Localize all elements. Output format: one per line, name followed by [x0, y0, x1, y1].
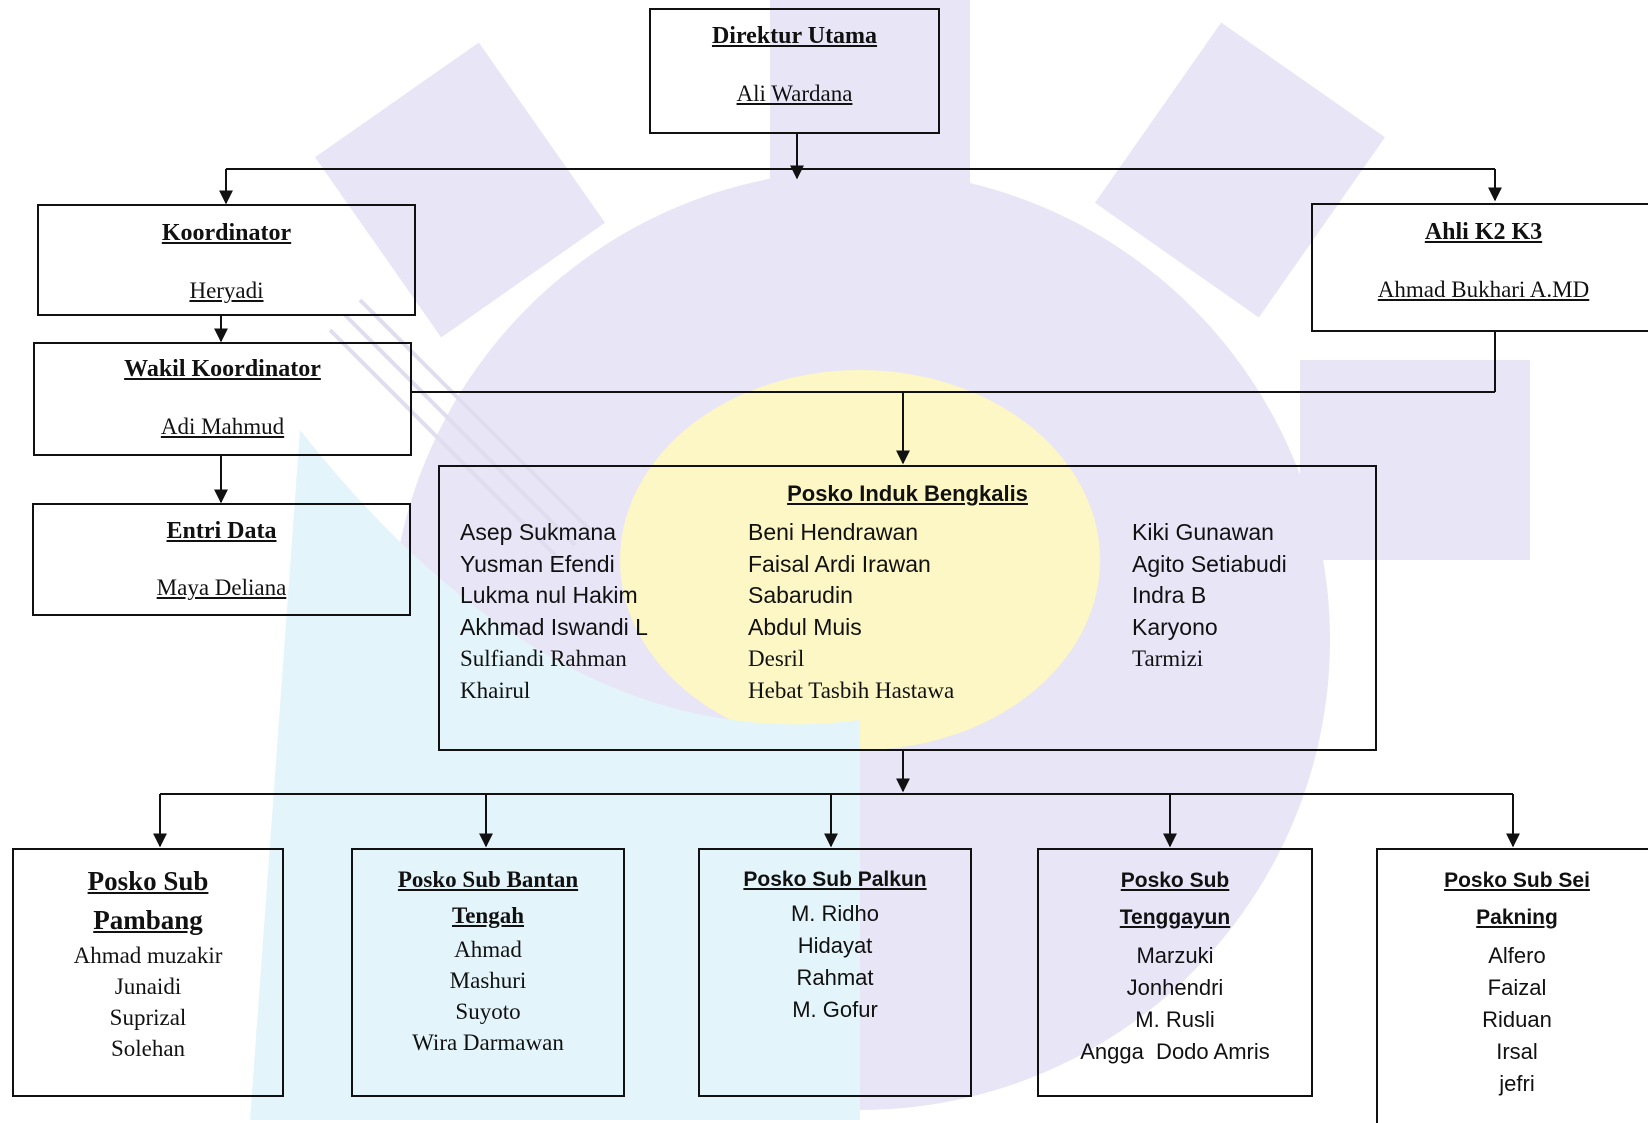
sub-title-line: Pakning [1476, 906, 1558, 929]
list-item: Solehan [110, 1036, 186, 1061]
sub-title-line: Posko Sub Palkun [743, 868, 927, 891]
entri-data-title: Entri Data [166, 518, 277, 544]
posko-induk-title: Posko Induk Bengkalis [787, 481, 1028, 506]
list-item: Faizal [1487, 975, 1547, 1000]
posko-sub-pambang-box: Posko Sub Pambang Ahmad muzakir Junaidi … [12, 848, 284, 1097]
list-item: Yusman Efendi [460, 550, 615, 577]
sub-title-line: Tenggayun [1119, 906, 1231, 929]
direktur-utama-box: Direktur Utama Ali Wardana [649, 8, 940, 134]
sub-title-line: Pambang [93, 905, 203, 935]
wakil-koordinator-name: Adi Mahmud [160, 414, 285, 439]
posko-induk-col-3: Kiki Gunawan Agito Setiabudi Indra B Kar… [1132, 517, 1287, 675]
koordinator-box: Koordinator Heryadi [37, 204, 416, 316]
list-item: Hebat Tasbih Hastawa [748, 677, 955, 703]
posko-sub-sei-pakning-box: Posko Sub Sei Pakning Alfero Faizal Ridu… [1376, 848, 1648, 1123]
posko-sub-tenggayun-box: Posko Sub Tenggayun Marzuki Jonhendri M.… [1037, 848, 1313, 1097]
list-item: Sabarudin [748, 582, 853, 608]
list-item: Suprizal [109, 1005, 187, 1030]
list-item: Sulfiandi Rahman [460, 646, 627, 671]
list-item: Kiki Gunawan [1132, 519, 1274, 545]
sub-title-line: Posko Sub Bantan [397, 867, 579, 892]
ahli-k2k3-box: Ahli K2 K3 Ahmad Bukhari A.MD [1311, 203, 1648, 332]
list-item: Ahmad muzakir [73, 943, 223, 968]
list-item: Abdul Muis [748, 613, 862, 640]
list-item: Suyoto [455, 999, 521, 1024]
list-item: Irsal [1496, 1039, 1538, 1064]
koordinator-name: Heryadi [189, 278, 264, 303]
list-item: M. Rusli [1135, 1007, 1215, 1032]
entri-data-box: Entri Data Maya Deliana [32, 503, 411, 616]
ahli-k2k3-name: Ahmad Bukhari A.MD [1377, 277, 1590, 302]
koordinator-title: Koordinator [161, 220, 292, 246]
wakil-koordinator-box: Wakil Koordinator Adi Mahmud [33, 342, 412, 456]
list-item: Wira Darmawan [412, 1030, 564, 1055]
list-item: Tarmizi [1132, 646, 1204, 671]
sub-title-line: Posko Sub [1120, 869, 1230, 892]
list-item: Riduan [1482, 1007, 1552, 1032]
list-item: M. Gofur [792, 997, 878, 1022]
list-item: Rahmat [796, 965, 874, 990]
posko-sub-palkun-box: Posko Sub Palkun M. Ridho Hidayat Rahmat… [698, 848, 972, 1097]
list-item: Indra B [1132, 582, 1207, 608]
watermark-wave [250, 430, 860, 1120]
list-item: Hidayat [797, 933, 873, 958]
direktur-utama-name: Ali Wardana [736, 81, 853, 106]
direktur-utama-title: Direktur Utama [711, 23, 878, 49]
list-item: Marzuki [1136, 943, 1214, 968]
sub-title-line: Posko Sub [87, 866, 209, 896]
list-item: Mashuri [449, 968, 527, 993]
list-item: Angga Dodo Amris [1080, 1039, 1270, 1064]
list-item: Asep Sukmana [460, 519, 616, 545]
list-item: Alfero [1488, 943, 1546, 968]
posko-induk-col-1: Asep Sukmana Yusman Efendi Lukma nul Hak… [460, 517, 648, 706]
list-item: Agito Setiabudi [1132, 550, 1287, 577]
list-item: Akhmad Iswandi L [460, 613, 648, 640]
list-item: Khairul [460, 677, 531, 703]
entri-data-name: Maya Deliana [156, 575, 287, 600]
posko-induk-col-2: Beni Hendrawan Faisal Ardi Irawan Sabaru… [748, 517, 954, 706]
list-item: Jonhendri [1126, 975, 1224, 1000]
ahli-k2k3-title: Ahli K2 K3 [1424, 219, 1543, 245]
list-item: jefri [1499, 1071, 1535, 1096]
sub-title-line: Posko Sub Sei [1444, 869, 1590, 892]
list-item: Desril [748, 646, 805, 671]
posko-induk-box: Posko Induk Bengkalis Asep Sukmana Yusma… [438, 465, 1377, 751]
list-item: Faisal Ardi Irawan [748, 550, 931, 577]
list-item: Beni Hendrawan [748, 519, 919, 545]
sub-title-line: Tengah [451, 903, 525, 928]
posko-sub-bantan-tengah-box: Posko Sub Bantan Tengah Ahmad Mashuri Su… [351, 848, 625, 1097]
list-item: Ahmad [454, 937, 522, 962]
list-item: Karyono [1132, 613, 1218, 640]
list-item: Lukma nul Hakim [460, 582, 638, 608]
list-item: Junaidi [114, 974, 182, 999]
list-item: M. Ridho [790, 901, 880, 926]
wakil-koordinator-title: Wakil Koordinator [124, 356, 321, 382]
